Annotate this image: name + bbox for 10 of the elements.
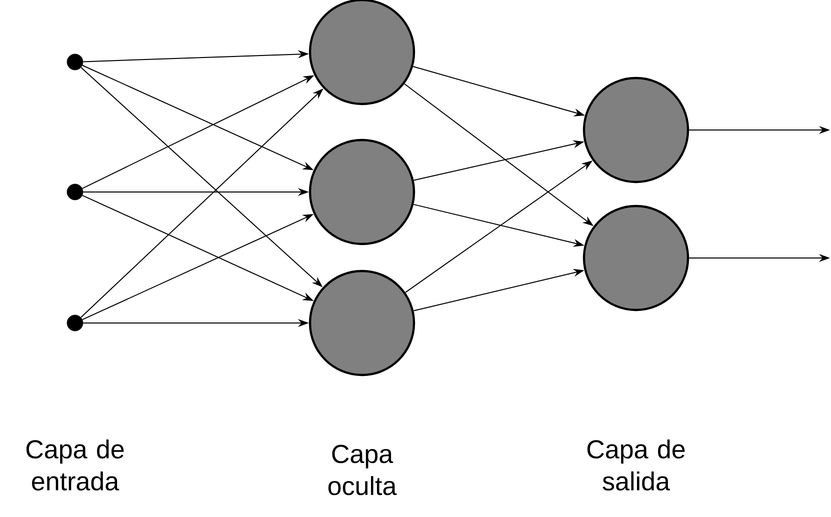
layer-label: Capa de entrada (26, 439, 124, 491)
layer-label: Capa de salida (587, 439, 685, 491)
input-dot (66, 54, 84, 70)
layer-label: Capa oculta (328, 444, 397, 496)
neuron-circle (582, 204, 690, 312)
neuron-circle (582, 76, 690, 184)
neuron-circle (308, 138, 416, 246)
neuron-circle (308, 270, 416, 376)
input-dot (66, 184, 84, 200)
input-dot (66, 314, 84, 332)
